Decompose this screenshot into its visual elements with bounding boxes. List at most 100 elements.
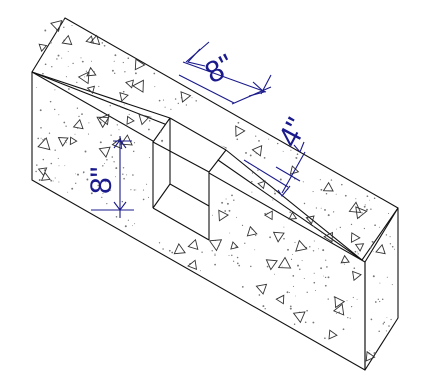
aggregate-triangle (348, 201, 362, 214)
aggregate-speck (154, 86, 156, 88)
aggregate-triangle (98, 146, 111, 158)
aggregate-speck (297, 264, 299, 267)
aggregate-speck (296, 153, 299, 156)
aggregate-speck (231, 254, 233, 257)
aggregate-triangle (277, 256, 292, 269)
aggregate-triangle (37, 167, 48, 177)
aggregate-triangle (246, 225, 258, 237)
aggregate-speck (101, 42, 104, 44)
aggregate-triangle (120, 134, 133, 146)
aggregate-speck (71, 25, 73, 26)
aggregate-speck (342, 328, 345, 331)
aggregate-speck (65, 76, 67, 78)
notch (152, 117, 227, 241)
aggregate-speck (118, 105, 121, 107)
aggregate-speck (325, 259, 327, 261)
aggregate-triangle (180, 91, 192, 103)
aggregate-speck (161, 139, 164, 142)
aggregate-speck (355, 198, 357, 200)
aggregate-speck (353, 267, 356, 269)
aggregate-speck (357, 253, 359, 255)
aggregate-speck (312, 191, 314, 193)
aggregate-speck (244, 242, 246, 244)
aggregate-speck (254, 249, 256, 251)
aggregate-speck (114, 54, 117, 57)
aggregate-speck (264, 212, 266, 215)
aggregate-speck (127, 57, 130, 60)
aggregate-speck (293, 323, 296, 325)
aggregate-speck (306, 309, 308, 312)
aggregate-speck (381, 298, 384, 300)
aggregate-speck (289, 211, 291, 213)
aggregate-triangle (96, 116, 110, 129)
aggregate-speck (378, 330, 380, 332)
aggregate-speck (191, 97, 193, 99)
aggregate-speck (43, 138, 46, 140)
aggregate-speck (299, 268, 301, 271)
aggregate-speck (347, 316, 349, 319)
aggregate-speck (102, 165, 104, 167)
aggregate-speck (303, 202, 306, 205)
aggregate-speck (295, 157, 297, 159)
aggregate-speck (54, 149, 56, 151)
aggregate-speck (110, 134, 112, 136)
aggregate-speck (128, 113, 130, 115)
aggregate-speck (366, 195, 369, 198)
aggregate-speck (54, 89, 56, 91)
aggregate-speck (86, 178, 89, 181)
aggregate-speck (212, 214, 213, 216)
aggregate-speck (50, 162, 53, 165)
aggregate-speck (113, 161, 115, 163)
aggregate-speck (335, 228, 337, 230)
aggregate-speck (170, 108, 172, 110)
aggregate-speck (236, 262, 239, 265)
aggregate-speck (65, 125, 67, 127)
aggregate-speck (374, 301, 377, 303)
aggregate-speck (42, 72, 44, 75)
aggregate-triangle (272, 231, 285, 243)
aggregate-speck (317, 248, 319, 250)
aggregate-speck (122, 90, 125, 93)
aggregate-speck (377, 298, 379, 300)
aggregate-speck (237, 121, 240, 124)
aggregate-speck (84, 150, 87, 153)
aggregate-speck (276, 142, 279, 145)
aggregate-speck (87, 133, 90, 135)
aggregate-speck (54, 177, 56, 179)
aggregate-speck (66, 142, 67, 144)
aggregate-triangle (305, 215, 315, 225)
aggregate-speck (61, 57, 63, 59)
aggregate-speck (264, 308, 266, 310)
aggregate-speck (135, 189, 137, 191)
aggregate-speck (292, 285, 295, 287)
aggregate-triangle (265, 259, 278, 271)
aggregate-speck (171, 251, 174, 254)
aggregate-speck (382, 323, 385, 325)
aggregate-speck (54, 108, 56, 111)
aggregate-speck (257, 169, 259, 171)
aggregate-speck (313, 240, 315, 242)
aggregate-speck (342, 261, 344, 263)
aggregate-triangle (134, 58, 146, 71)
aggregate-triangle (354, 243, 365, 252)
aggregate-speck (134, 223, 136, 225)
aggregate-speck (379, 300, 381, 303)
aggregate-speck (363, 205, 366, 208)
aggregate-speck (245, 151, 247, 154)
aggregate-speck (286, 291, 289, 294)
aggregate-speck (81, 113, 83, 115)
aggregate-speck (97, 184, 100, 187)
aggregate-triangle (98, 113, 110, 126)
aggregate-speck (228, 255, 230, 256)
aggregate-speck (158, 99, 161, 102)
aggregate-speck (37, 137, 40, 140)
aggregate-speck (49, 41, 52, 44)
aggregate-speck (335, 193, 337, 195)
aggregate-speck (292, 254, 294, 255)
aggregate-speck (371, 240, 374, 243)
aggregate-speck (290, 258, 293, 261)
aggregate-triangle (230, 241, 239, 250)
aggregate-speck (236, 216, 237, 218)
aggregate-triangle (263, 210, 273, 221)
